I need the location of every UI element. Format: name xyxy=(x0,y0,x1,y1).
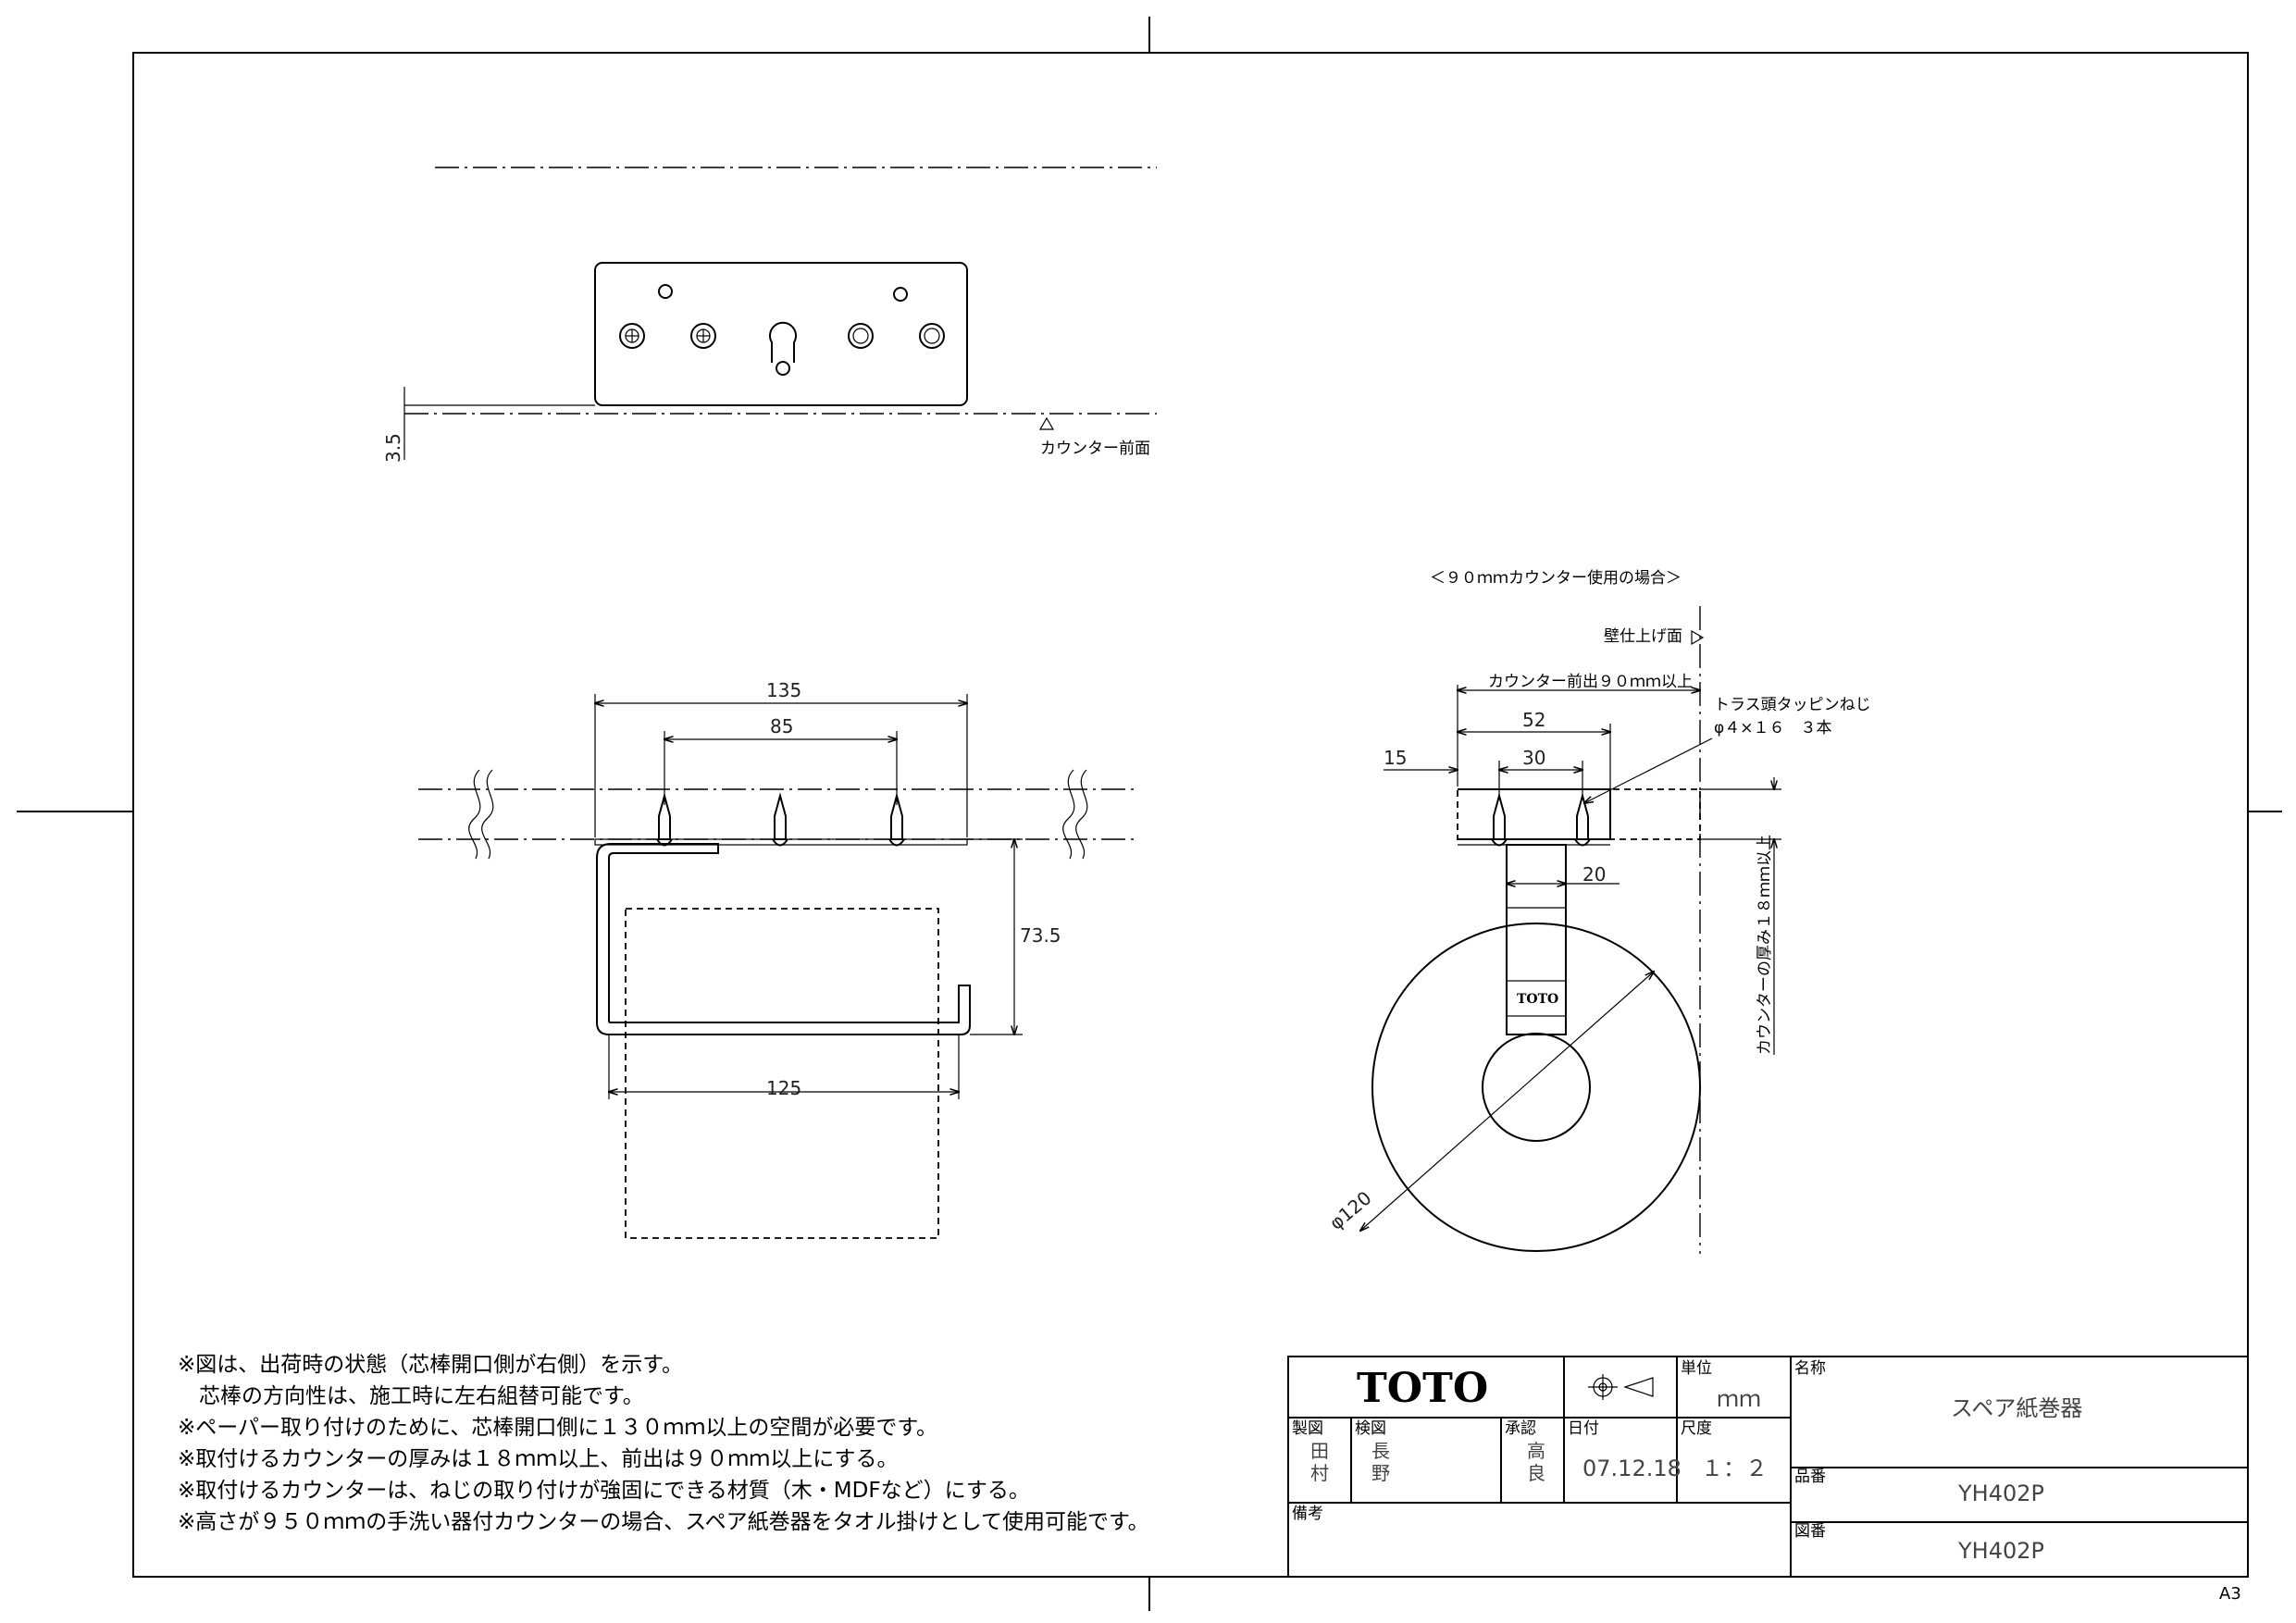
product-no-label: 品番 xyxy=(1794,1468,1826,1486)
front-view: 135 85 73.5 125 xyxy=(418,679,1138,1239)
keyhole-slot-icon xyxy=(769,321,797,376)
top-view: カウンター前面 3.5 xyxy=(382,167,1157,463)
wall-finish-label: 壁仕上げ面 xyxy=(1604,627,1682,646)
name-value: スペア紙巻器 xyxy=(1951,1395,2082,1421)
thickness-label: カウンターの厚み１８ｍｍ以上 xyxy=(1756,835,1774,1055)
approved-by: 高 良 xyxy=(1527,1440,1545,1484)
product-no-value: YH402P xyxy=(1957,1481,2044,1506)
dim-diameter-120: φ120 xyxy=(1325,1186,1376,1233)
drafted-by: 田 村 xyxy=(1310,1440,1329,1484)
dim-135: 135 xyxy=(766,679,801,701)
dim-125: 125 xyxy=(766,1077,801,1099)
title-block: TOTO 単位 ｍｍ 名称 スペア紙巻器 製図 検図 承認 日付 尺度 田 村 … xyxy=(1287,1356,2249,1578)
note-line: ※取付けるカウンターの厚みは１８ｍｍ以上、前出は９０ｍｍ以上にする。 xyxy=(178,1447,899,1471)
sheet-border xyxy=(17,17,2282,1611)
side-view-title: ＜９０ｍｍカウンター使用の場合＞ xyxy=(1430,568,1682,588)
wood-screw-icon xyxy=(1574,792,1591,847)
screw-hole-plain-icon xyxy=(848,323,874,349)
note-line: ※高さが９５０ｍｍの手洗い器付カウンターの場合、スペア紙巻器をタオル掛けとして使… xyxy=(178,1510,1149,1534)
screw-hole-phillips-icon xyxy=(690,323,716,349)
side-view: ＜９０ｍｍカウンター使用の場合＞ 壁仕上げ面 カウンター前出９０ｍｍ以上 トラス… xyxy=(1325,568,1871,1254)
date-label: 日付 xyxy=(1568,1419,1599,1438)
approved-label: 承認 xyxy=(1505,1419,1536,1438)
note-line: ※図は、出荷時の状態（芯棒開口側が右側）を示す。 xyxy=(178,1353,683,1377)
unit-label: 単位 xyxy=(1681,1359,1712,1378)
scale-value: １：２ xyxy=(1701,1456,1768,1481)
drafted-label: 製図 xyxy=(1292,1419,1323,1438)
drawing-no-label: 図番 xyxy=(1794,1522,1826,1541)
dim-85: 85 xyxy=(770,715,793,737)
screw-hole-phillips-icon xyxy=(619,323,645,349)
dim-73-5: 73.5 xyxy=(1020,924,1061,947)
counter-projection-label: カウンター前出９０ｍｍ以上 xyxy=(1488,673,1693,691)
dim-30: 30 xyxy=(1522,747,1545,769)
brand-mark: TOTO xyxy=(1517,992,1558,1007)
notes: ※図は、出荷時の状態（芯棒開口側が右側）を示す。 芯棒の方向性は、施工時に左右組… xyxy=(178,1349,1149,1538)
remarks-label: 備考 xyxy=(1292,1505,1323,1523)
wood-screw-icon xyxy=(772,792,788,847)
drawing-no-value: YH402P xyxy=(1957,1538,2044,1564)
checked-by: 長 野 xyxy=(1371,1440,1390,1484)
third-angle-projection-icon xyxy=(1588,1374,1654,1400)
name-label: 名称 xyxy=(1794,1359,1826,1378)
dim-15: 15 xyxy=(1384,747,1407,769)
counter-front-label: カウンター前面 xyxy=(1040,440,1150,458)
note-line: ※ペーパー取り付けのために、芯棒開口側に１３０ｍｍ以上の空間が必要です。 xyxy=(178,1416,938,1440)
note-line: 芯棒の方向性は、施工時に左右組替可能です。 xyxy=(178,1384,644,1408)
screw-hole-plain-icon xyxy=(919,323,945,349)
dim-20: 20 xyxy=(1582,863,1606,886)
screw-label: トラス頭タッピンねじ xyxy=(1714,696,1871,714)
screw-spec: φ４×１６ ３本 xyxy=(1714,719,1831,737)
unit-value: ｍｍ xyxy=(1717,1386,1761,1412)
checked-label: 検図 xyxy=(1355,1419,1386,1438)
sheet-size: A3 xyxy=(2219,1584,2241,1604)
dim-52: 52 xyxy=(1522,709,1545,731)
scale-label: 尺度 xyxy=(1681,1419,1712,1438)
toto-logo: TOTO xyxy=(1357,1365,1488,1412)
wood-screw-icon xyxy=(1491,792,1508,847)
dim-edge-3-5: 3.5 xyxy=(382,433,404,463)
date-value: 07.12.18 xyxy=(1582,1456,1682,1481)
note-line: ※取付けるカウンターは、ねじの取り付けが強固にできる材質（木・MDFなど）にする… xyxy=(178,1479,1030,1503)
